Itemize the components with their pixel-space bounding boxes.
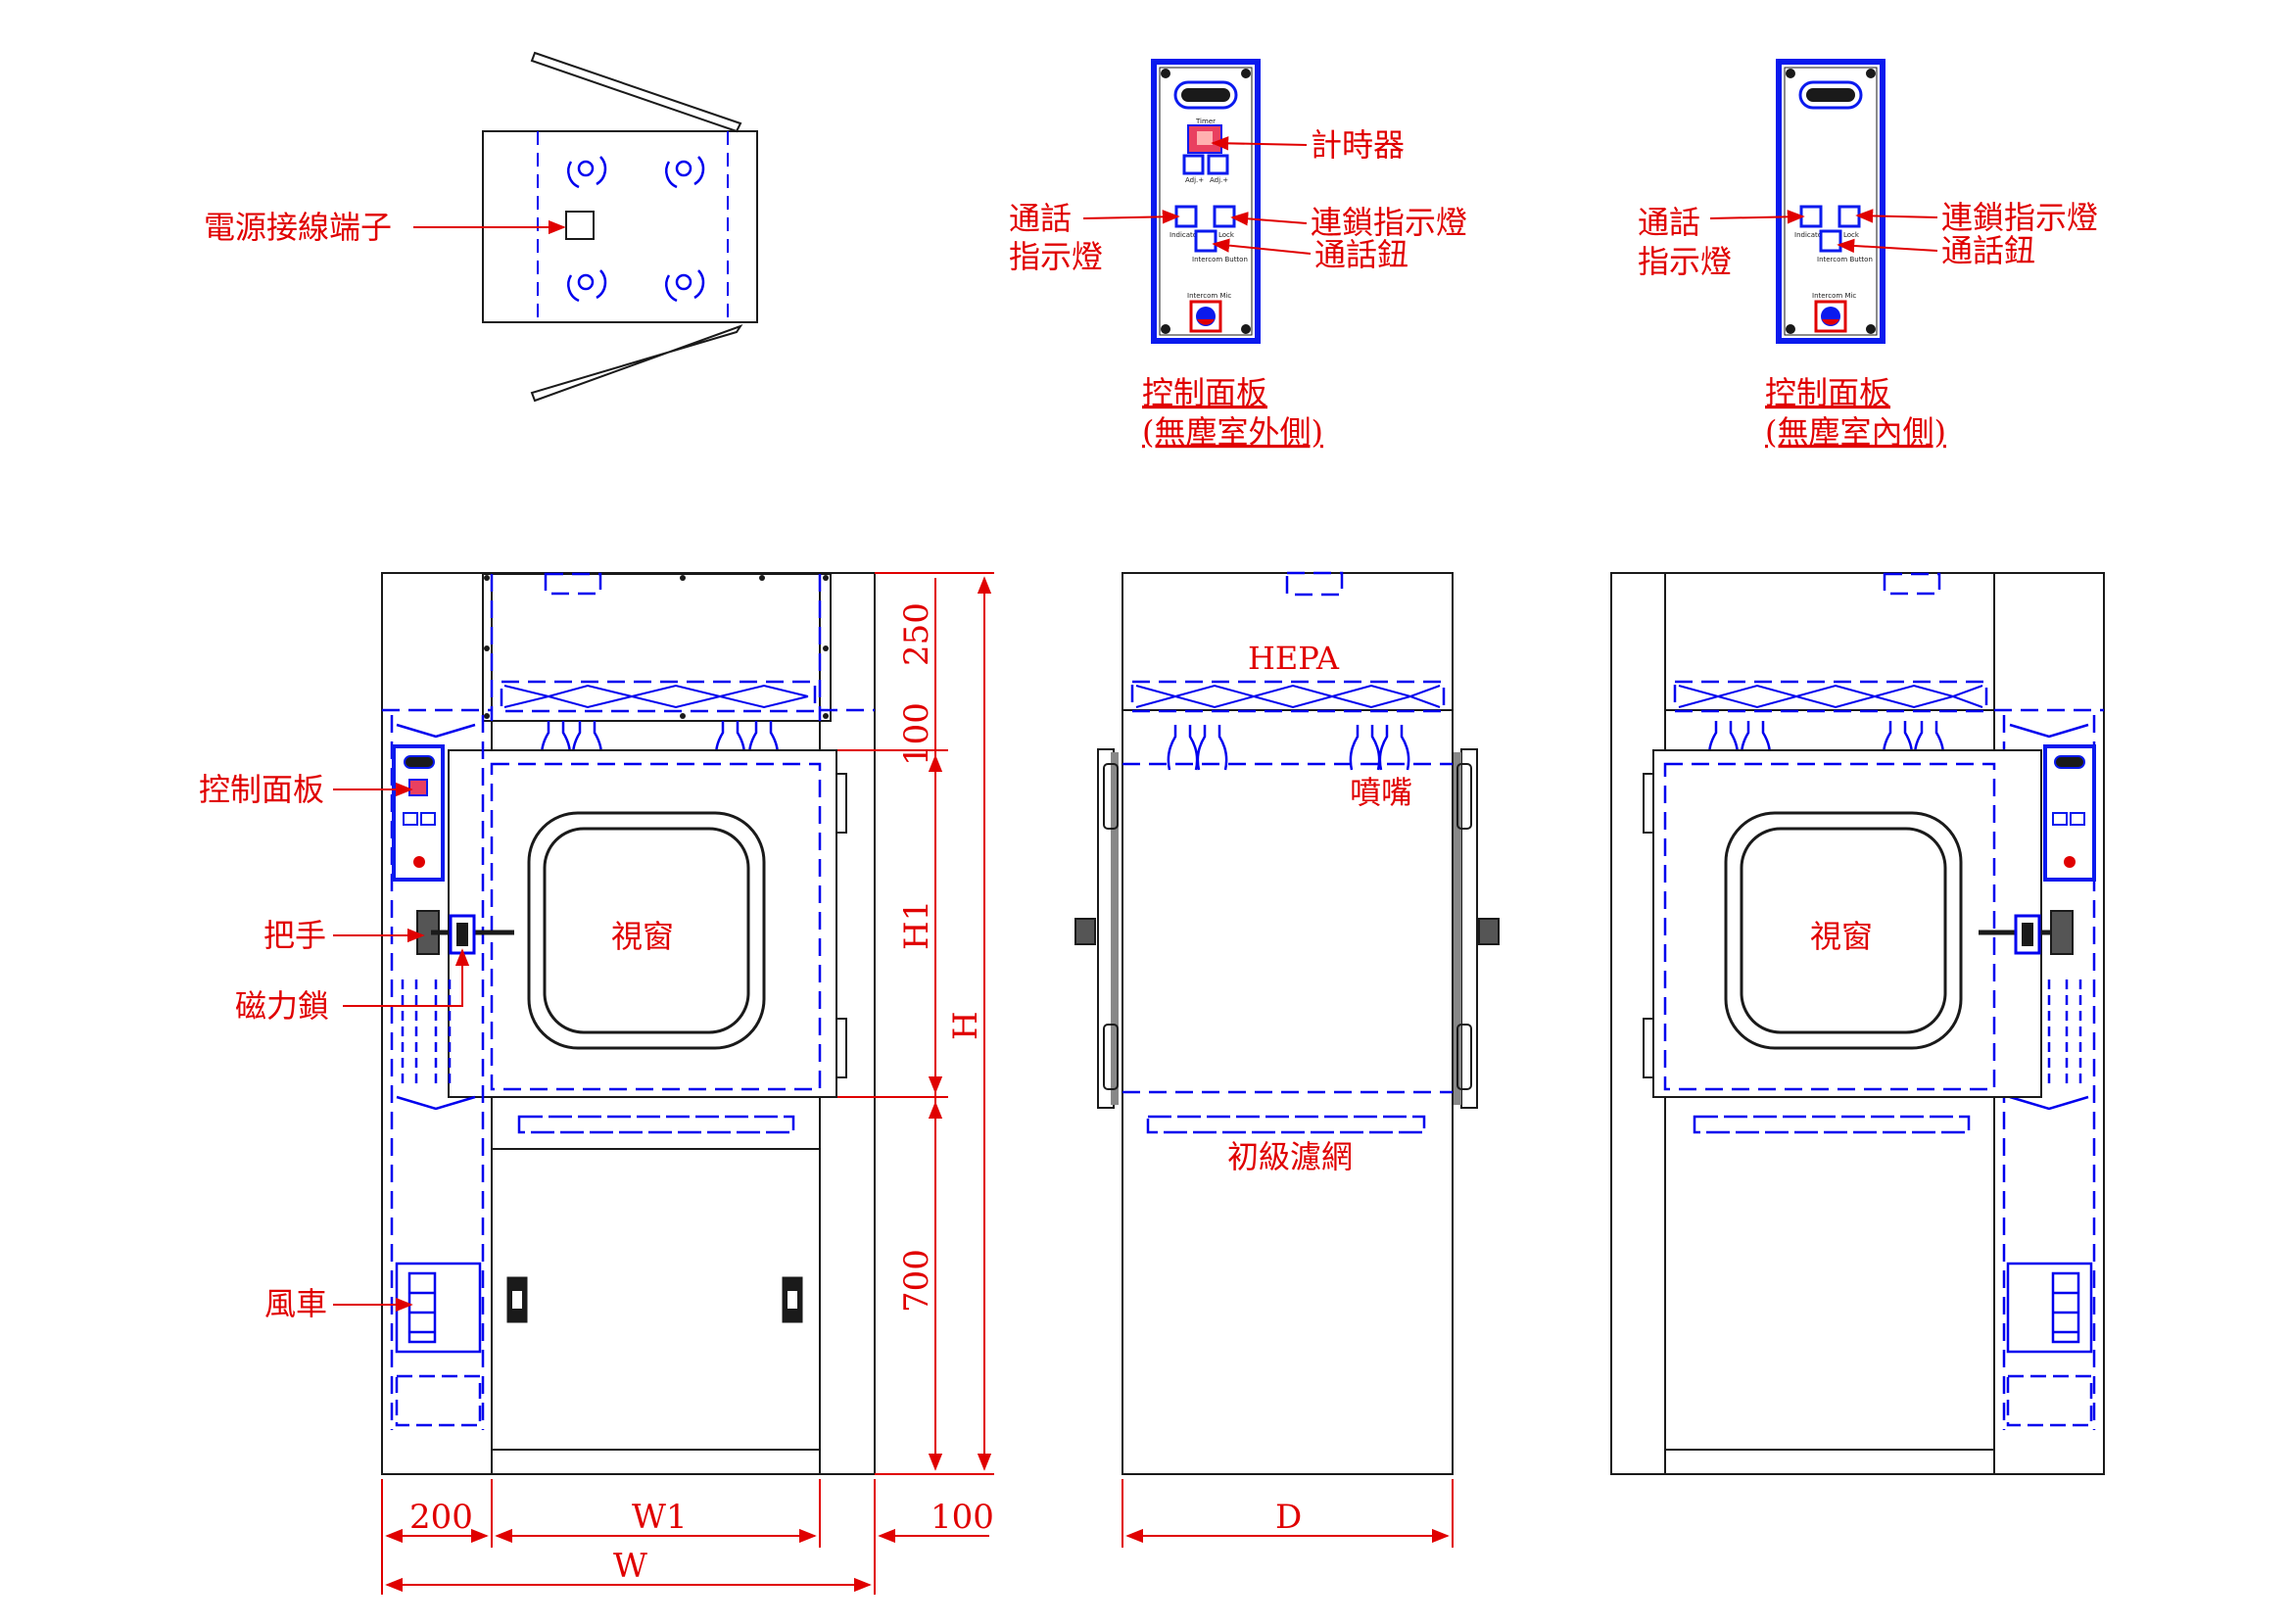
label-panel-outside-l1: 控制面板 [1142,374,1267,411]
back-handle [2050,910,2074,955]
dim-250: 250 [897,602,936,666]
label-inside-interlock-indicator: 連鎖指示燈 [1941,199,2098,236]
panel-text-intercom-mic: Intercom Mic [1187,292,1231,300]
label-inside-intercom-indicator-l1: 通話 [1638,204,1700,241]
dim-H: H [946,1011,985,1040]
back-door [1652,749,2042,1098]
interlock-indicator-light [1213,205,1236,228]
front-door [448,749,837,1098]
top-fan-symbols [567,156,705,303]
dim-W1: W1 [632,1498,688,1537]
dim-700: 700 [897,1249,936,1313]
label-power-terminal: 電源接線端子 [204,209,392,246]
panel-text-adj-a: Adj.+ [1185,176,1204,184]
back-body [1610,572,2105,1475]
side-view [1074,571,1500,1475]
back-window [1724,811,1963,1050]
dim-100-top: 100 [897,702,936,766]
inside-intercom-indicator-light [1799,205,1823,228]
front-window [527,811,766,1050]
inside-panel-text-intercom-button: Intercom Button [1817,256,1873,263]
inside-panel-text-intercom-mic: Intercom Mic [1812,292,1856,300]
label-interlock-indicator: 連鎖指示燈 [1311,204,1467,241]
top-view [482,51,758,403]
label-window-front: 視窗 [611,918,674,955]
top-door-upper [530,51,742,133]
side-dimension-D [1122,1479,1454,1548]
front-control-panel [392,744,445,882]
inside-intercom-button [1819,229,1842,253]
intercom-indicator-light [1174,205,1198,228]
panel-text-indicator: Indicator [1169,231,1200,239]
panel-text-intercom-button: Intercom Button [1192,256,1248,263]
back-control-panel [2043,744,2096,882]
intercom-button [1194,229,1217,253]
label-inside-intercom-indicator-l2: 指示燈 [1638,243,1732,280]
label-inside-intercom-button: 通話鈕 [1941,232,2035,269]
label-handle: 把手 [263,917,326,954]
label-intercom-button: 通話鈕 [1314,236,1408,273]
label-intercom-indicator-l1: 通話 [1009,200,1072,237]
label-fan: 風車 [264,1285,327,1322]
label-front-control-panel: 控制面板 [199,771,324,808]
label-panel-inside-l1: 控制面板 [1765,374,1890,411]
panel-text-adj-b: Adj.+ [1210,176,1228,184]
panel-text-lock: Lock [1218,231,1235,239]
inside-panel-text-lock: Lock [1843,231,1860,239]
dim-W: W [613,1547,647,1586]
label-nozzle: 噴嘴 [1350,774,1412,811]
panel-text-timer: Timer [1195,118,1216,125]
label-panel-inside-l2: (無塵室內側) [1765,413,1946,451]
control-panel-outside: Timer Adj.+ Adj.+ Indicator Lock Interco… [1151,59,1261,344]
power-terminal-box [565,211,595,240]
control-panel-inside: Indicator Lock Intercom Button Intercom … [1776,59,1885,344]
inside-panel-text-indicator: Indicator [1794,231,1825,239]
side-body [1122,572,1454,1475]
dim-D: D [1275,1498,1302,1537]
label-timer: 計時器 [1311,126,1405,164]
inside-interlock-indicator-light [1838,205,1861,228]
label-panel-outside-l2: (無塵室外側) [1142,413,1323,451]
front-dimensions [381,572,994,1595]
dim-H1: H1 [897,900,936,950]
label-hepa: HEPA [1248,640,1340,677]
dim-200: 200 [409,1498,473,1537]
top-door-lower [530,324,743,403]
label-window-back: 視窗 [1810,918,1873,955]
dim-100-side: 100 [931,1498,994,1537]
label-intercom-indicator-l2: 指示燈 [1009,238,1103,275]
back-view [1610,572,2105,1475]
label-primary-filter: 初級濾網 [1227,1138,1353,1175]
front-view [381,572,876,1475]
label-magnetic-lock: 磁力鎖 [235,987,329,1025]
